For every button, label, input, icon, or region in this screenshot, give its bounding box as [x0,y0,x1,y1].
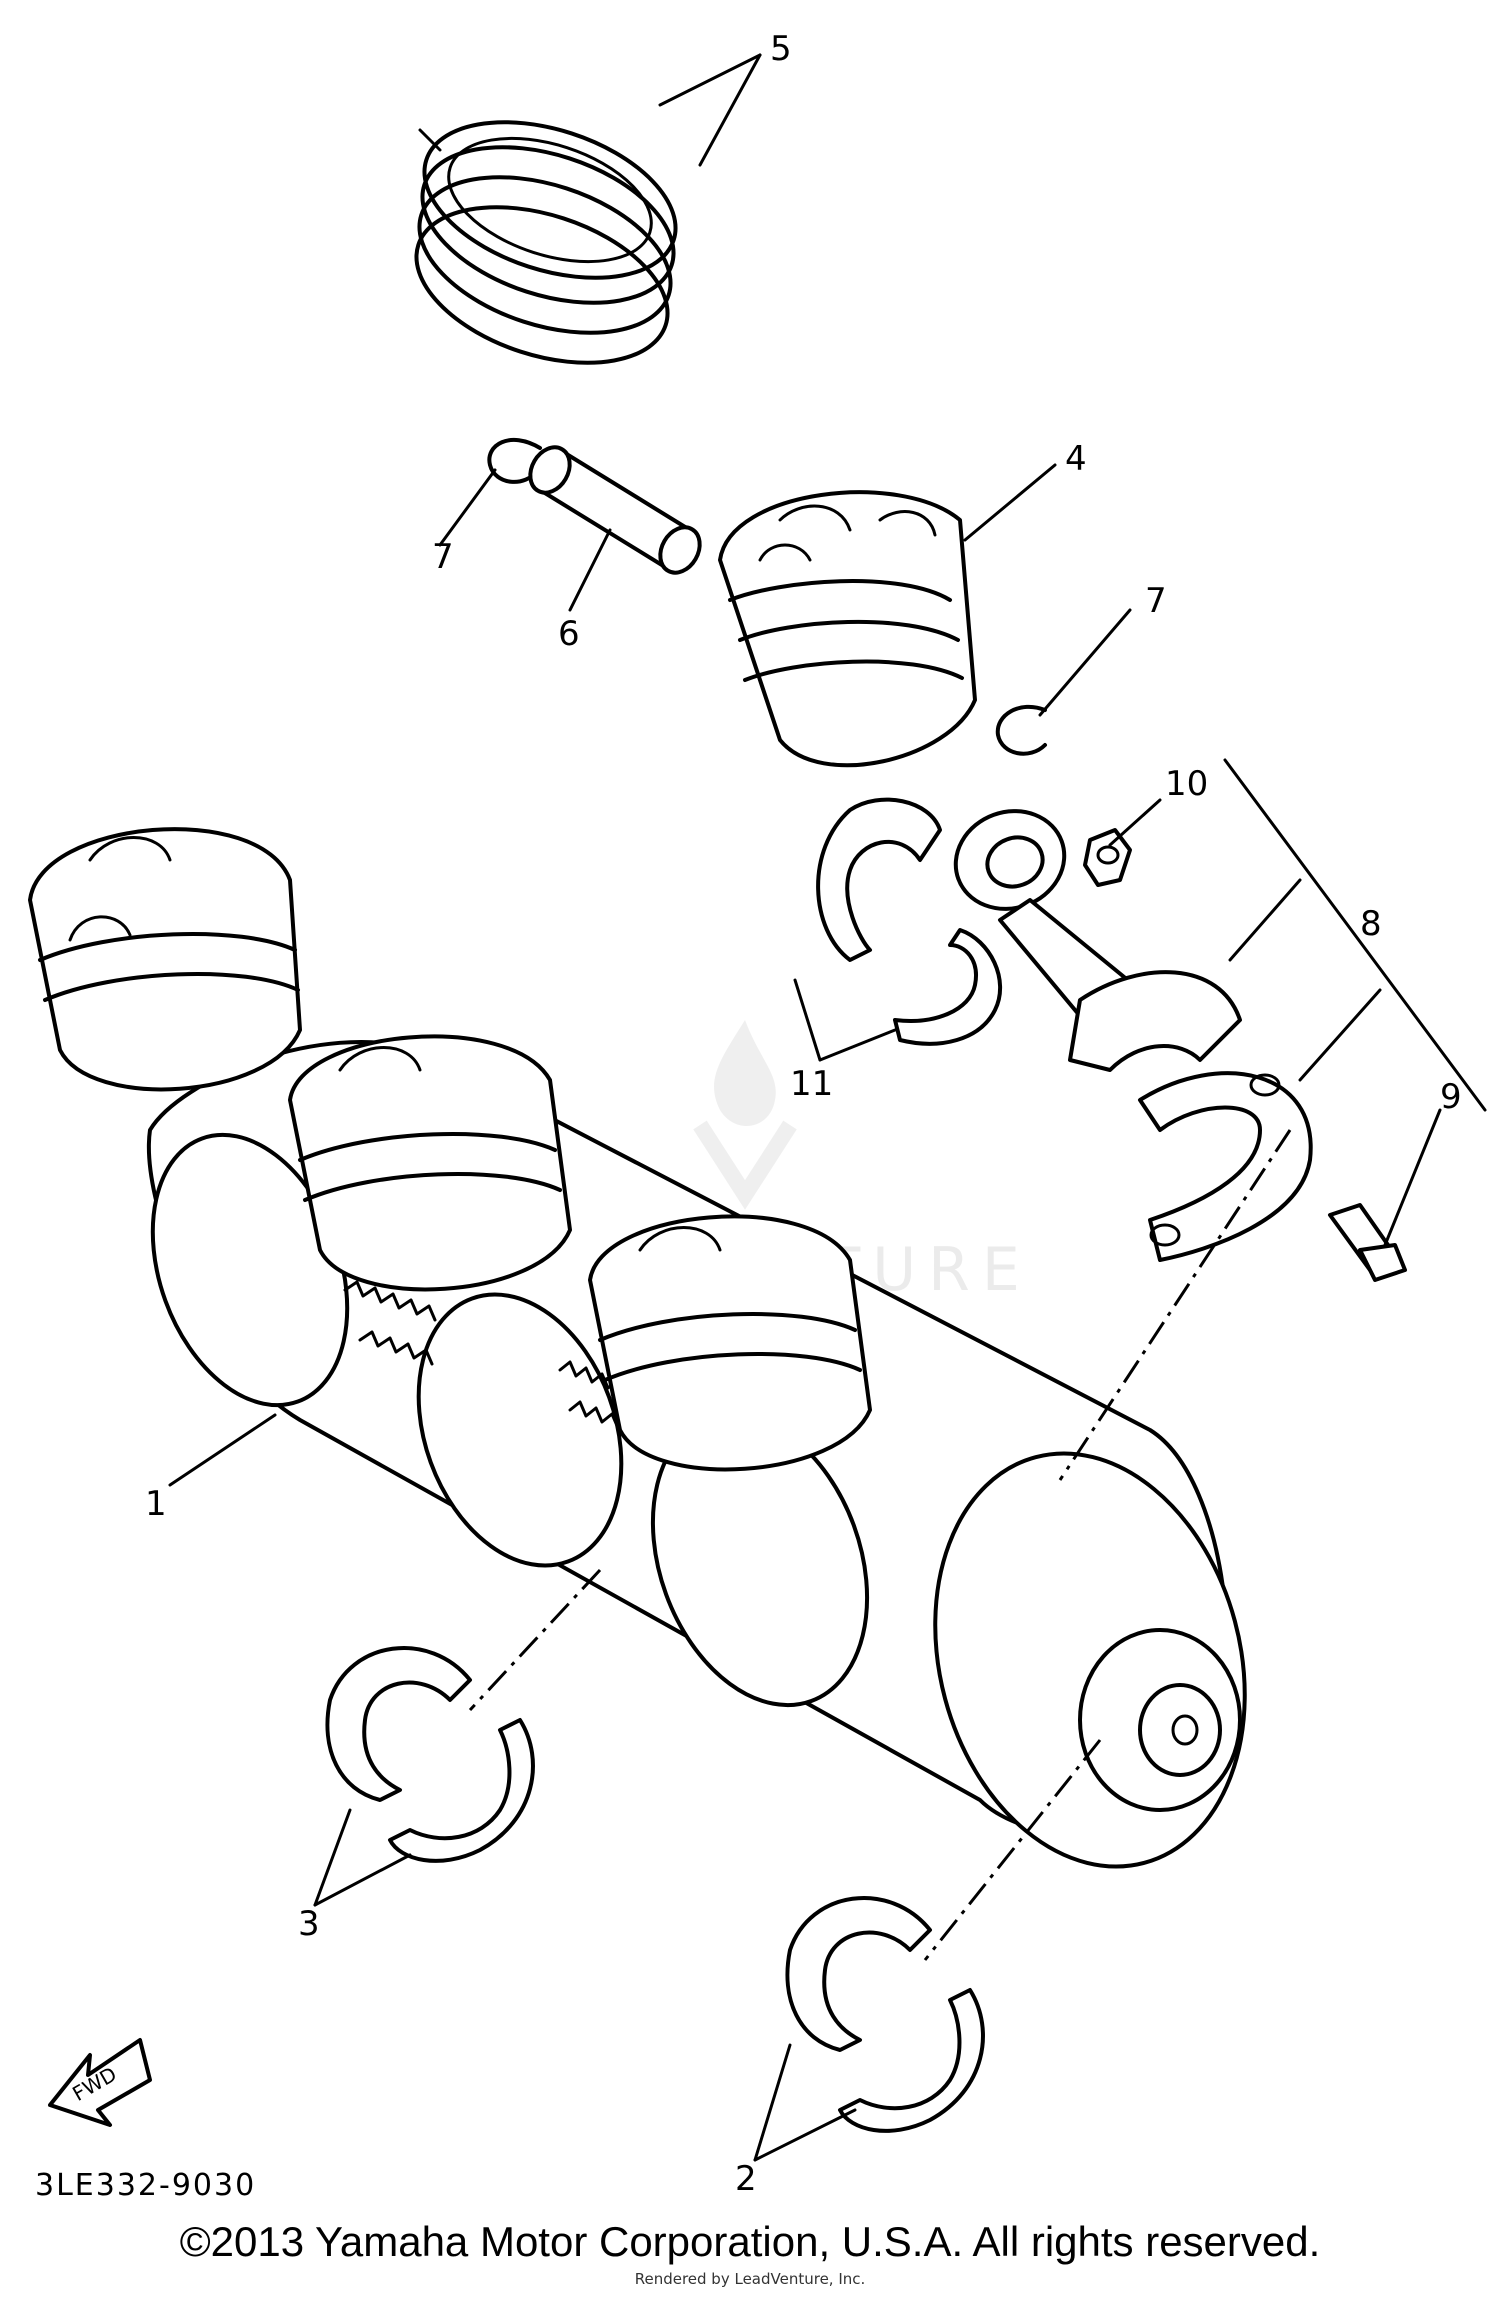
callout-3: 3 [298,1904,320,1944]
watermark-v-icon [693,1120,797,1210]
main-bearings-left[interactable] [325,1646,535,1863]
piston-rings[interactable] [397,93,696,391]
circlip-left[interactable] [487,437,542,484]
callout-2: 2 [735,2159,757,2199]
circlip-right[interactable] [995,704,1047,756]
crank-piston-3 [588,1214,872,1472]
rendered-by-notice: Rendered by LeadVenture, Inc. [634,2270,866,2288]
callout-11: 11 [790,1064,833,1104]
watermark-flame-icon [714,1020,776,1127]
callout-7-right: 7 [1145,581,1167,621]
piston[interactable] [718,490,977,768]
callout-1: 1 [145,1484,167,1524]
callout-5: 5 [770,29,792,69]
main-bearings-right[interactable] [785,1896,985,2133]
diagram-code: 3LE332-9030 [35,2168,256,2203]
callout-7-left: 7 [432,537,454,577]
fwd-arrow-icon: FWD [48,2038,152,2127]
nut[interactable] [1083,828,1132,887]
crankshaft[interactable] [118,1040,1290,1902]
big-end-bearings[interactable] [816,797,1002,1046]
rod-bolt[interactable] [1328,1203,1407,1282]
leader-lines [168,53,1487,2162]
callout-4: 4 [1065,439,1087,479]
callout-10: 10 [1165,764,1208,804]
callout-6: 6 [558,614,580,654]
callout-8: 8 [1360,904,1382,944]
crank-piston-1 [28,827,302,1092]
connecting-rod[interactable] [942,796,1242,1072]
copyright-notice: ©2013 Yamaha Motor Corporation, U.S.A. A… [179,2218,1321,2265]
crank-piston-2 [288,1034,572,1292]
callout-9: 9 [1440,1077,1462,1117]
piston-pin[interactable] [522,440,707,580]
rod-cap[interactable] [1138,1071,1313,1262]
